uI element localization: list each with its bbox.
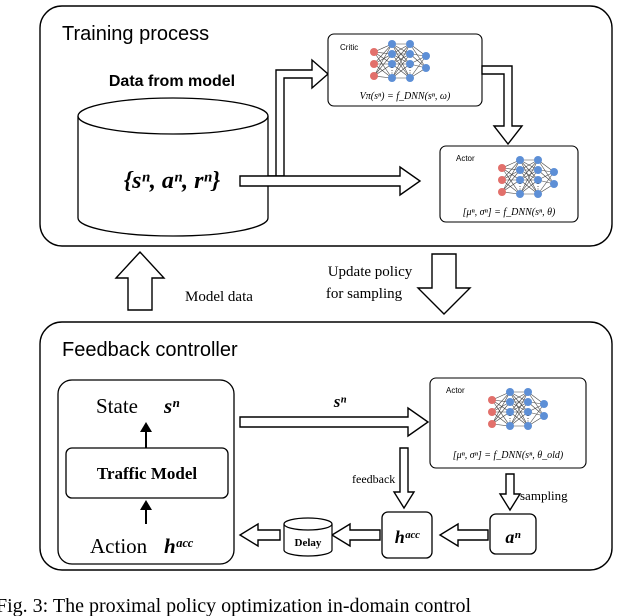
action-sample-box <box>489 513 537 555</box>
sampling-label: sampling <box>520 488 568 503</box>
control-input-box <box>381 511 433 559</box>
update-policy-label-line1: Update policy <box>328 264 413 280</box>
arrow-sampling-down <box>498 473 522 512</box>
data-store-cylinder <box>77 97 269 237</box>
feedback-controller-panel: Feedback controller State sⁿ Traffic Mod… <box>39 321 613 571</box>
data-set-symbol: {sⁿ, aⁿ, rⁿ} <box>124 168 221 194</box>
feedback-actor-label: Actor <box>446 386 465 395</box>
training-actor-label: Actor <box>456 154 475 163</box>
data-from-model-label: Data from model <box>109 73 235 90</box>
state-symbol: sⁿ <box>163 394 180 418</box>
training-process-title: Training process <box>62 23 209 45</box>
training-actor-network: Actor [μⁿ, σⁿ] = f_DNN(sⁿ, θ) <box>439 145 579 223</box>
action-symbol: hᵃᶜᶜ <box>164 534 193 558</box>
training-actor-formula: [μⁿ, σⁿ] = f_DNN(sⁿ, θ) <box>463 207 556 218</box>
delay-cylinder <box>283 517 333 557</box>
critic-label: Critic <box>340 43 358 52</box>
traffic-model-label: Traffic Model <box>97 464 198 483</box>
feedback-actor-formula: [μⁿ, σⁿ] = f_DNN(sⁿ, θ_old) <box>453 450 564 461</box>
state-arrow-label: sⁿ <box>333 392 347 411</box>
control-input-symbol: hᵃᶜᶜ <box>395 527 421 547</box>
arrow-action-to-model <box>140 500 152 524</box>
arrow-h-to-delay <box>330 522 381 548</box>
state-label: State <box>96 394 138 418</box>
arrow-state-to-actor <box>239 406 430 438</box>
arrow-model-to-state <box>140 422 152 448</box>
arrow-model-data-up <box>114 250 166 311</box>
arrow-feedback-down <box>392 447 416 510</box>
action-sample-symbol: aⁿ <box>505 527 521 547</box>
model-data-label: Model data <box>185 289 253 305</box>
feedback-controller-title: Feedback controller <box>62 339 238 361</box>
arrow-delay-to-action <box>238 522 281 548</box>
arrow-a-to-h <box>438 522 489 548</box>
arrow-data-to-actor <box>239 165 422 197</box>
delay-label: Delay <box>295 537 322 549</box>
training-process-panel: Training process Data from model {sⁿ, aⁿ… <box>39 5 613 247</box>
figure-caption: Fig. 3: The proximal policy optimization… <box>0 595 472 616</box>
traffic-model-box <box>65 447 229 499</box>
update-policy-label-line2: for sampling <box>326 286 403 302</box>
arrow-update-policy-down <box>416 253 472 315</box>
arrow-critic-to-actor <box>481 65 524 146</box>
critic-network: Critic Vπ(sⁿ) = f_DNN(sⁿ, ω) <box>327 33 483 107</box>
critic-formula: Vπ(sⁿ) = f_DNN(sⁿ, ω) <box>360 91 451 102</box>
action-label: Action <box>90 534 148 558</box>
feedback-actor-network: Actor [μⁿ, σⁿ] = f_DNN(sⁿ, θ_old) <box>429 377 587 469</box>
feedback-label: feedback <box>352 472 395 486</box>
